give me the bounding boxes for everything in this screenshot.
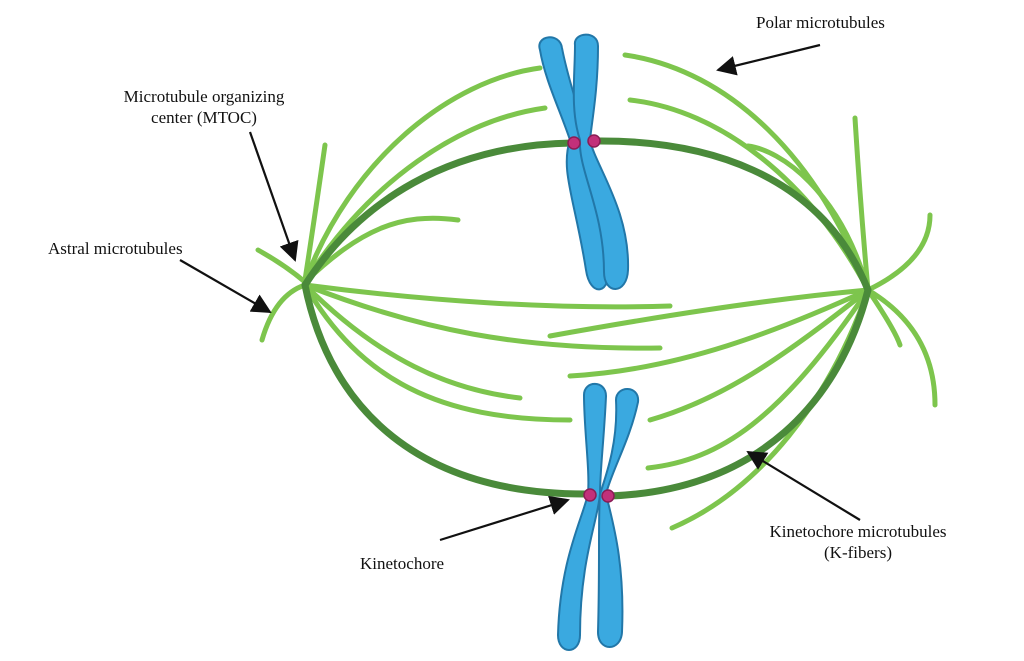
label-polar-microtubules: Polar microtubules [756, 13, 885, 32]
polar-microtubule [645, 287, 871, 471]
astral-microtubule [865, 287, 903, 348]
astral-microtubule [302, 142, 328, 283]
label-k-fibers-line2: (K-fibers) [824, 543, 892, 562]
polar-microtubule [302, 282, 673, 310]
astral-microtubule [259, 282, 308, 343]
arrow-astral-microtubules [179, 259, 272, 313]
polar-microtubule [567, 287, 871, 379]
kinetochore-dot [587, 134, 601, 148]
k-fiber-upper-right [592, 137, 872, 294]
arrow-kinetochore [439, 495, 570, 542]
astral-microtubule [852, 115, 871, 293]
k-fiber-lower-right [606, 286, 872, 500]
kinetochore-dot [567, 136, 581, 150]
kinetochore-dot [601, 489, 615, 503]
label-astral-microtubules: Astral microtubules [48, 239, 183, 258]
annotation-arrows [179, 43, 861, 542]
arrow-mtoc [248, 131, 299, 262]
k-fiber-upper-left [301, 139, 576, 289]
polar-microtubule [302, 65, 543, 285]
k-fiber-lower-left [301, 281, 592, 498]
polar-microtubule [622, 52, 871, 293]
polar-microtubule [745, 143, 871, 293]
chromatid [596, 388, 640, 648]
label-k-fibers: Kinetochore microtubules (K-fibers) [738, 521, 978, 563]
astral-microtubule [865, 212, 933, 293]
kinetochore-dot [583, 488, 597, 502]
astral-microtubule [255, 247, 308, 285]
chromosome-lower [556, 382, 640, 651]
polar-microtubule [302, 105, 548, 285]
polar-microtubule [302, 215, 461, 285]
polar-microtubule [627, 97, 871, 293]
label-mtoc-line2: center (MTOC) [151, 108, 257, 127]
astral-microtubule [865, 287, 938, 408]
label-k-fibers-line1: Kinetochore microtubules [769, 522, 947, 541]
polar-microtubule [302, 282, 523, 401]
label-mtoc: Microtubule organizing center (MTOC) [104, 86, 304, 128]
label-mtoc-line1: Microtubule organizing [123, 87, 285, 106]
polar-microtubules [255, 52, 938, 531]
polar-microtubule [547, 287, 871, 339]
arrow-k-fibers [746, 450, 861, 521]
polar-microtubule [647, 287, 871, 423]
arrow-polar-microtubules [716, 43, 821, 76]
polar-microtubule [302, 282, 573, 423]
polar-microtubule [302, 282, 663, 351]
label-kinetochore: Kinetochore [360, 554, 445, 573]
kinetochore-microtubules [301, 137, 872, 500]
chromosome-upper [538, 33, 630, 291]
